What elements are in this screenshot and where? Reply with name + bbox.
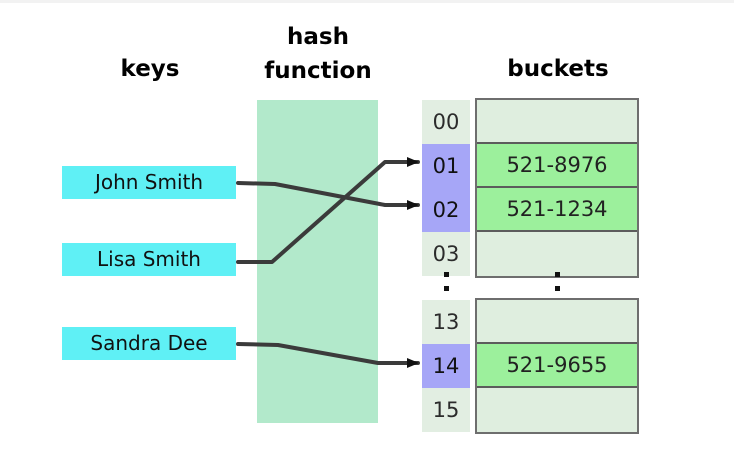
ellipsis-dot <box>443 286 449 291</box>
bucket-value-14[interactable]: 521-9655 <box>477 344 637 388</box>
bucket-index-01[interactable]: 01 <box>422 144 470 188</box>
bucket-value-02[interactable]: 521-1234 <box>477 188 637 232</box>
key-chip-john-smith[interactable]: John Smith <box>62 166 236 199</box>
bucket-value-00[interactable] <box>477 100 637 144</box>
key-chip-sandra-dee[interactable]: Sandra Dee <box>62 327 236 360</box>
column-header-buckets: buckets <box>507 56 609 82</box>
bucket-value-13[interactable] <box>477 300 637 344</box>
bucket-index-15[interactable]: 15 <box>422 388 470 432</box>
ellipsis-dot <box>554 286 560 291</box>
bucket-index-02[interactable]: 02 <box>422 188 470 232</box>
top-divider <box>0 0 734 3</box>
hash-header-line-1: hash <box>287 24 349 50</box>
bucket-index-14[interactable]: 14 <box>422 344 470 388</box>
bucket-value-01[interactable]: 521-8976 <box>477 144 637 188</box>
vertical-ellipsis-index <box>441 272 451 298</box>
bucket-value-table-top: 521-8976 521-1234 <box>475 98 639 278</box>
ellipsis-dot <box>443 272 449 277</box>
bucket-value-03[interactable] <box>477 232 637 276</box>
key-chip-lisa-smith[interactable]: Lisa Smith <box>62 243 236 276</box>
bucket-value-15[interactable] <box>477 388 637 432</box>
bucket-value-table-bottom: 521-9655 <box>475 298 639 434</box>
vertical-ellipsis-buckets <box>552 272 562 298</box>
bucket-index-13[interactable]: 13 <box>422 300 470 344</box>
hash-header-line-2: function <box>264 58 372 84</box>
column-header-keys: keys <box>120 56 180 82</box>
bucket-index-03[interactable]: 03 <box>422 232 470 276</box>
hash-function-box <box>257 100 378 423</box>
bucket-index-00[interactable]: 00 <box>422 100 470 144</box>
ellipsis-dot <box>554 272 560 277</box>
bucket-index-column-top: 00 01 02 03 <box>422 100 470 276</box>
bucket-index-column-bottom: 13 14 15 <box>422 300 470 432</box>
column-header-hash-function: hash function <box>240 20 396 88</box>
